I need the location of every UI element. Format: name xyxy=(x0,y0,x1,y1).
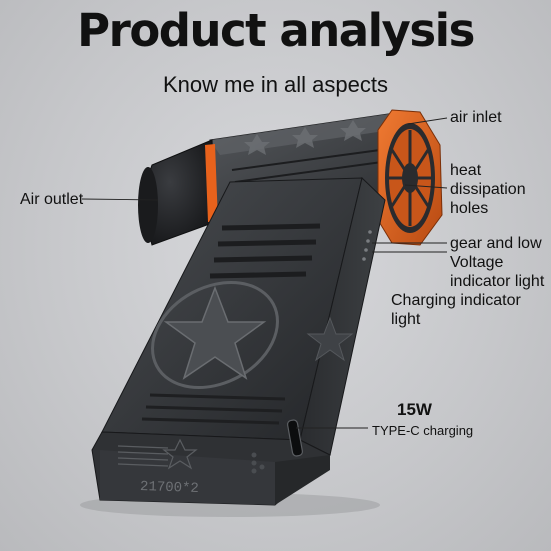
heat-dissipation-label-line3: holes xyxy=(450,200,489,217)
heat-dissipation-label-line1: heat xyxy=(450,162,482,179)
blower-handle xyxy=(91,177,386,506)
power-label: 15W xyxy=(397,400,432,419)
gear-indicator-label-line3: indicator light xyxy=(450,273,545,290)
charging-indicator-label: Charging indicator light xyxy=(391,292,521,328)
air-outlet-nozzle xyxy=(138,139,218,246)
air-inlet-label: air inlet xyxy=(450,109,502,126)
heat-dissipation-label-line2: dissipation xyxy=(450,181,526,198)
type-c-charging-label: TYPE-C charging xyxy=(372,423,474,438)
callout-lines xyxy=(81,117,448,429)
battery-spec-label: 21700*2 xyxy=(139,478,200,498)
air-outlet-label: Air outlet xyxy=(20,191,84,208)
gear-indicator-label-line1: gear and low xyxy=(450,235,542,252)
page-title: Product analysis xyxy=(77,4,475,57)
page-subtitle: Know me in all aspects xyxy=(163,72,388,97)
gear-indicator-label-line2: Voltage xyxy=(450,254,504,271)
air-inlet-cap xyxy=(377,109,443,246)
